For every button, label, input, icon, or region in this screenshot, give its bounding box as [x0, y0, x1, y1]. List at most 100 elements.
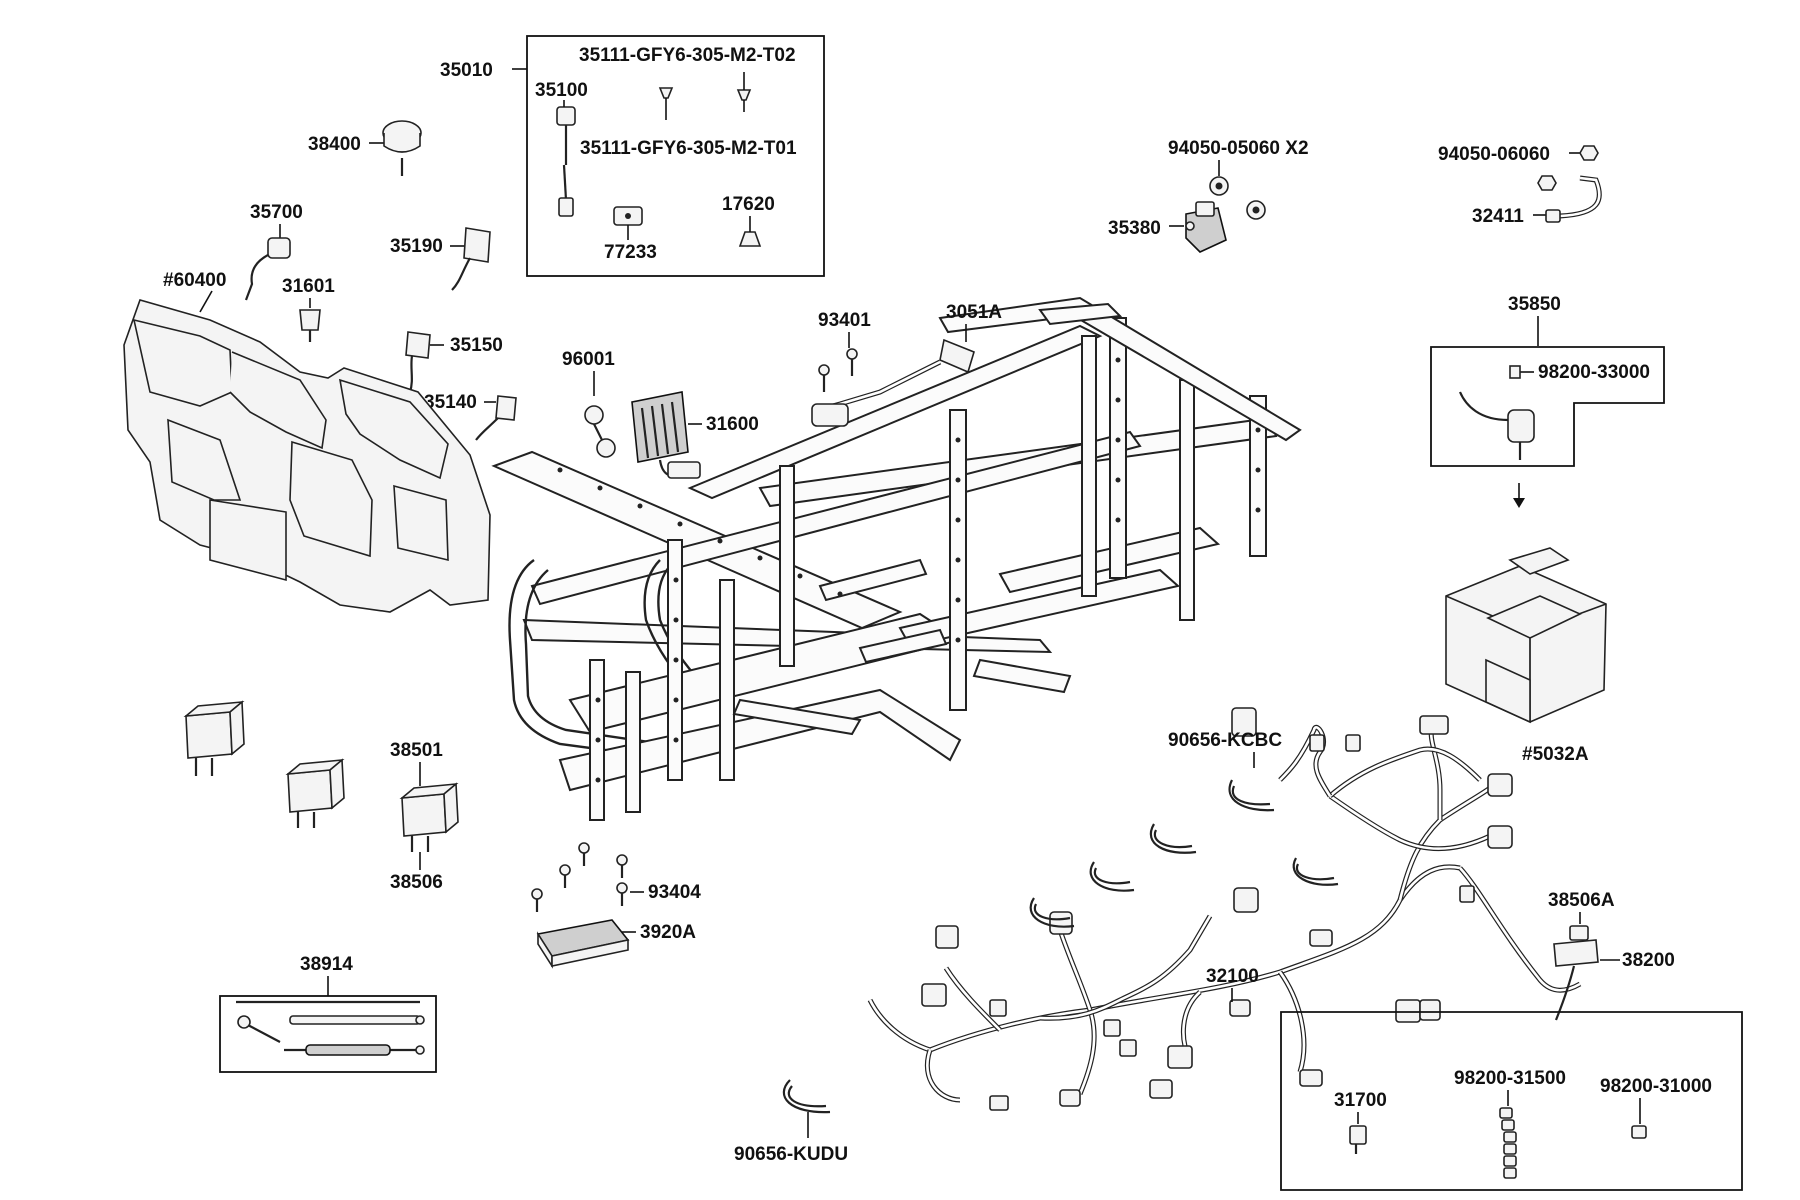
bolt-93404-icon: [531, 842, 628, 912]
label-94050-05060: 94050-05060 X2: [1168, 138, 1309, 159]
label-77233: 77233: [604, 242, 657, 263]
kit-35850-box: [1430, 346, 1665, 467]
label-93404: 93404: [648, 882, 701, 903]
part-3051a-group: 3051A: [811, 302, 1002, 427]
label-35380: 35380: [1108, 218, 1161, 239]
part-90656-kudu-group: 90656-KUDU: [734, 1112, 848, 1165]
arrow-35850: [1513, 483, 1525, 508]
part-38400-group: 38400: [308, 120, 422, 176]
nut-94050-06060-icon: [1579, 145, 1599, 161]
fuse-98200-31500-icon: [1499, 1107, 1517, 1179]
label-3051a: 3051A: [946, 302, 1002, 323]
label-35150: 35150: [450, 335, 503, 356]
part-35380-group: 35380: [1108, 201, 1227, 253]
part-3920a-group: 3920A: [536, 919, 696, 969]
regulator-31600-icon: [631, 391, 701, 479]
part-38200-group: 38200: [1553, 939, 1675, 1021]
part-38914-group: 38914: [219, 954, 437, 1073]
switch-35190-icon: [463, 227, 491, 263]
relay-38501-icon: [399, 782, 459, 852]
kit-35010-box: [526, 35, 825, 277]
ground-cable-32411-icon: [1545, 175, 1602, 223]
label-90656-kudu: 90656-KUDU: [734, 1144, 848, 1165]
battery-box-5032a: #5032A: [1445, 547, 1607, 765]
harness-connectors: [921, 707, 1513, 1111]
part-31601-group: 31601: [282, 276, 335, 342]
label-35700: 35700: [250, 202, 303, 223]
label-32411: 32411: [1472, 206, 1524, 227]
switch-35700-icon: [267, 237, 291, 259]
part-93401-group: 93401: [818, 310, 871, 392]
part-94050-06060-group: 94050-06060: [1438, 144, 1599, 191]
frame-holes: [557, 357, 1261, 783]
fuse-38506a-icon: [1569, 925, 1589, 941]
label-3920a: 3920A: [640, 922, 696, 943]
socket-31601-icon: [299, 309, 321, 331]
label-38914: 38914: [300, 954, 353, 975]
kit-bottom-right-box: [1280, 1011, 1743, 1191]
label-31600: 31600: [706, 414, 759, 435]
grommet-17620: [738, 216, 762, 247]
label-35100: 35100: [535, 80, 588, 101]
label-35190: 35190: [390, 236, 443, 257]
wire-harness-32100: 32100: [867, 707, 1582, 1111]
fuse-box-38200-icon: [1553, 939, 1599, 967]
clip-77233: [613, 206, 643, 240]
switch-35150-icon: [405, 331, 431, 359]
part-35700-group: 35700: [244, 202, 303, 301]
relay-31700-icon: [1349, 1125, 1367, 1154]
bolt-93401-icon: [818, 348, 858, 392]
label-5032a: #5032A: [1522, 744, 1589, 765]
kit-35010-group: 35010 35111-GFY6-305-M2-T02 35100 35111-…: [440, 35, 825, 277]
part-35140-group: 35140: [424, 392, 517, 441]
label-90656-kcbc: 90656-KCBC: [1168, 730, 1282, 751]
bulb-socket-t02: [658, 87, 674, 120]
label-35010: 35010: [440, 60, 493, 81]
part-38506a-group: 38506A: [1548, 890, 1615, 941]
bolt-96001-icon: [584, 405, 616, 458]
sensor-35380-icon: [1185, 201, 1227, 253]
starter-relay-icon: [1458, 365, 1535, 460]
cable-3051a-icon: [811, 338, 975, 427]
label-32100: 32100: [1206, 966, 1259, 987]
part-38501-group: 38501 38506: [390, 740, 459, 893]
part-35190-group: 35190: [390, 227, 491, 291]
part-31600-group: 31600: [631, 391, 759, 479]
switch-35100: [556, 106, 576, 217]
nut-94050-05060-icon: [1209, 176, 1266, 220]
label-38506a: 38506A: [1548, 890, 1615, 911]
label-98200-31500: 98200-31500: [1454, 1068, 1566, 1089]
fuse-cable-38914-icon: [236, 1000, 425, 1056]
vehicle-frame: [491, 296, 1302, 821]
part-94050-05060-group: 94050-05060 X2: [1168, 138, 1309, 220]
label-38200: 38200: [1622, 950, 1675, 971]
label-94050-06060: 94050-06060: [1438, 144, 1550, 165]
label-35850: 35850: [1508, 294, 1561, 315]
part-90656-kcbc-group: 90656-KCBC: [782, 730, 1339, 1114]
cable-tie-icons: [782, 779, 1339, 1114]
relay-left-2: [285, 758, 345, 828]
kit-38914-box: [219, 995, 437, 1073]
switch-35140-icon: [495, 395, 517, 421]
part-93404-group: 93404: [531, 842, 701, 912]
label-60400: #60400: [163, 270, 226, 291]
part-96001-group: 96001: [562, 349, 616, 458]
bulb-socket-t01: [736, 72, 752, 112]
dashboard-60400: [123, 299, 491, 613]
label-96001: 96001: [562, 349, 615, 370]
fuse-98200-31000-icon: [1631, 1125, 1647, 1139]
label-35111-t01: 35111-GFY6-305-M2-T01: [580, 138, 797, 159]
part-35150-group: 35150: [405, 331, 503, 393]
part-60400-group: #60400: [163, 270, 226, 313]
label-38501: 38501: [390, 740, 443, 761]
label-93401: 93401: [818, 310, 871, 331]
part-32411-group: 32411: [1472, 175, 1602, 227]
label-38506: 38506: [390, 872, 443, 893]
label-98200-33000: 98200-33000: [1538, 362, 1650, 383]
kit-bottom-right-group: 31700 98200-31500 98200-31000: [1280, 1011, 1743, 1191]
label-31700: 31700: [1334, 1090, 1387, 1111]
label-17620: 17620: [722, 194, 775, 215]
label-31601: 31601: [282, 276, 335, 297]
label-35111-t02: 35111-GFY6-305-M2-T02: [579, 45, 796, 66]
